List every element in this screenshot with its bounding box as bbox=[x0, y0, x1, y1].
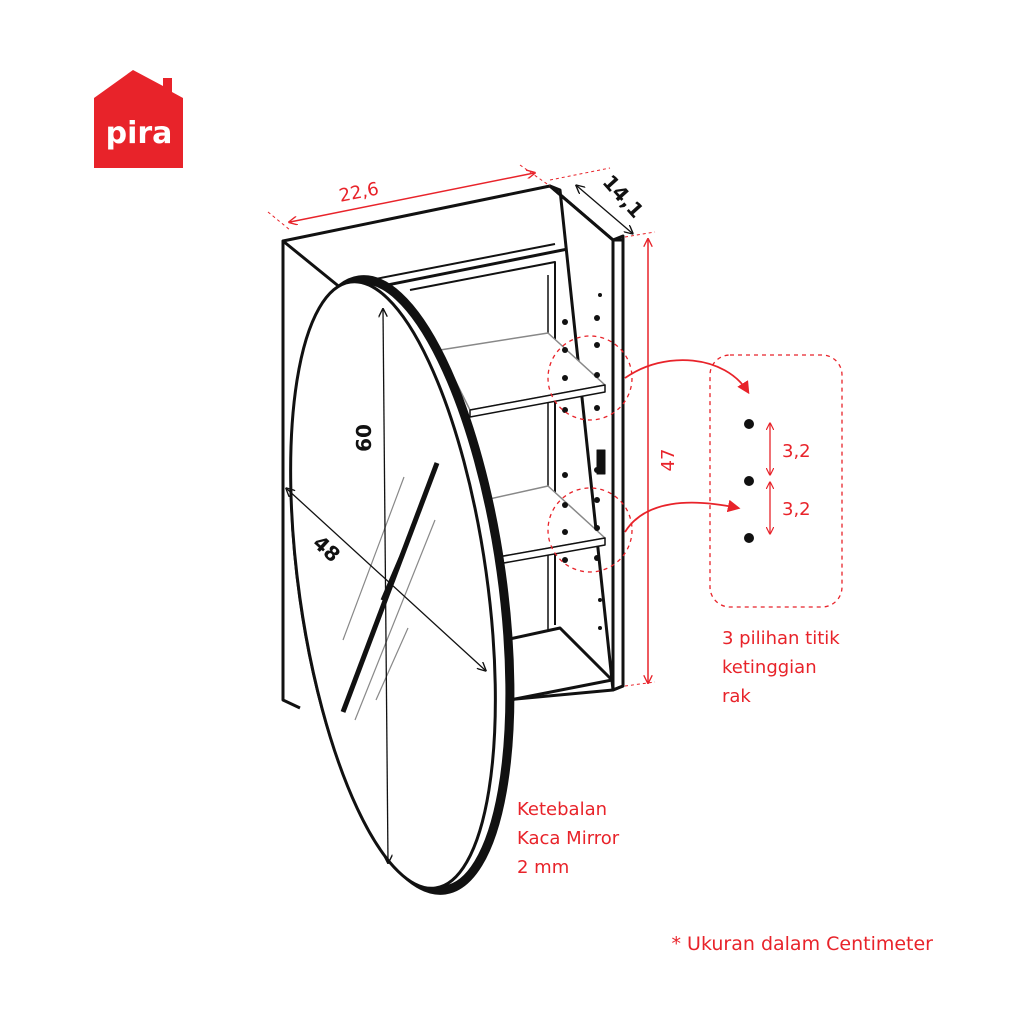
shelf-note-line-2: ketinggian bbox=[722, 657, 817, 678]
cabinet-top-inner bbox=[359, 243, 556, 283]
peg-highlight-lower bbox=[547, 487, 633, 573]
mirror-height-label: 60 bbox=[352, 424, 376, 452]
brand-logo: pira bbox=[94, 70, 183, 168]
width-dimension-line bbox=[290, 173, 534, 222]
height-dimension-label: 47 bbox=[658, 449, 679, 472]
cabinet-left-side bbox=[281, 241, 301, 710]
mirror-note-line-1: Ketebalan bbox=[517, 799, 607, 820]
mirror-note-line-3: 2 mm bbox=[517, 857, 569, 878]
callout-arrow-lower bbox=[624, 499, 741, 533]
cabinet-right-side-face bbox=[612, 234, 625, 692]
shelf-peg-holes bbox=[562, 293, 602, 630]
units-footnote: * Ukuran dalam Centimeter bbox=[672, 933, 934, 955]
house-shape-icon bbox=[94, 70, 183, 168]
shelf-gap-label-2: 3,2 bbox=[782, 499, 811, 520]
shelf-note-line-1: 3 pilihan titik bbox=[722, 628, 840, 649]
shelf-height-callout-box bbox=[709, 354, 843, 608]
cabinet-bottom-front bbox=[504, 688, 614, 702]
cabinet-bottom bbox=[504, 626, 614, 702]
shelf-note-line-3: rak bbox=[722, 686, 751, 707]
shelf-height-dots bbox=[744, 419, 754, 543]
callout-arrow-upper bbox=[624, 359, 750, 395]
brand-logo-text: pira bbox=[106, 116, 173, 151]
mirror-width-arrow bbox=[287, 489, 485, 670]
shelf-upper-front bbox=[469, 384, 606, 418]
depth-dimension-line bbox=[577, 186, 632, 233]
mirror-note-line-2: Kaca Mirror bbox=[517, 828, 620, 849]
peg-highlight-upper bbox=[547, 335, 633, 421]
shelf-gap-label-1: 3,2 bbox=[782, 441, 811, 462]
red-dimensions bbox=[267, 164, 843, 687]
hinge bbox=[596, 449, 606, 475]
width-dimension-label: 22,6 bbox=[337, 178, 380, 206]
depth-dimension-label: 14,1 bbox=[598, 170, 649, 223]
